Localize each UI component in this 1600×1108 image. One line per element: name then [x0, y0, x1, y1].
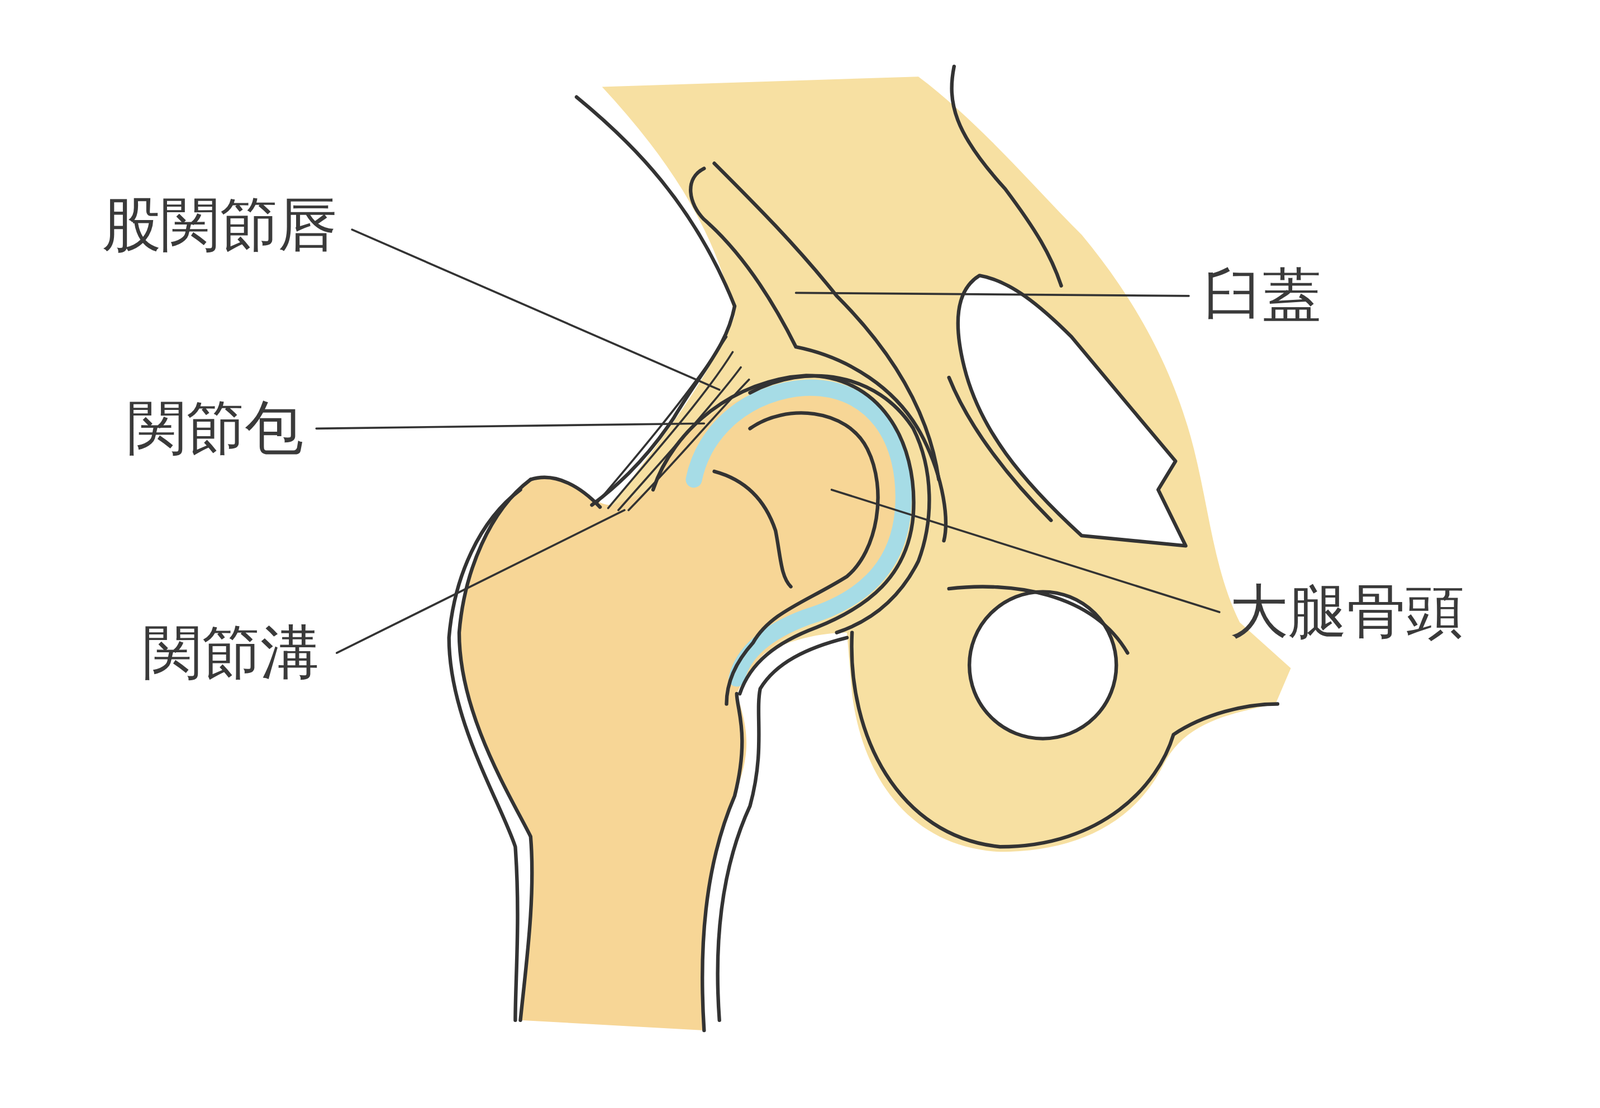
leader-line [796, 292, 1189, 296]
notch-line [949, 377, 1052, 521]
leader-line [316, 423, 704, 429]
leader-line [351, 229, 720, 390]
fovea-line [714, 471, 792, 587]
obturator-foramen [969, 592, 1117, 740]
part-label: 股関節唇 [102, 189, 337, 260]
femur-medial [702, 693, 742, 1031]
ischium-outline [851, 632, 1278, 848]
trochanter-top [530, 477, 600, 508]
leader-line [831, 489, 1220, 613]
leader-line [336, 510, 625, 654]
acetabulum-line [690, 168, 946, 542]
drawing-part [316, 66, 1291, 1031]
ischium-top [949, 587, 1128, 654]
femur-medial-outer [717, 637, 847, 1021]
part-label: 臼蓋 [1203, 260, 1322, 331]
part-label: 関節包 [127, 392, 304, 464]
ilium-edge [576, 97, 735, 506]
femur-fill [459, 386, 904, 1031]
ilium-inner-edge [951, 66, 1062, 287]
joint-inner-edge [726, 412, 878, 704]
acetabular-notch [958, 275, 1187, 546]
part-label: 大腿骨頭 [1229, 576, 1465, 647]
acetabulum-inner [714, 163, 940, 480]
femur-lateral-outer [449, 489, 521, 1021]
part-label: 関節溝 [143, 617, 319, 688]
